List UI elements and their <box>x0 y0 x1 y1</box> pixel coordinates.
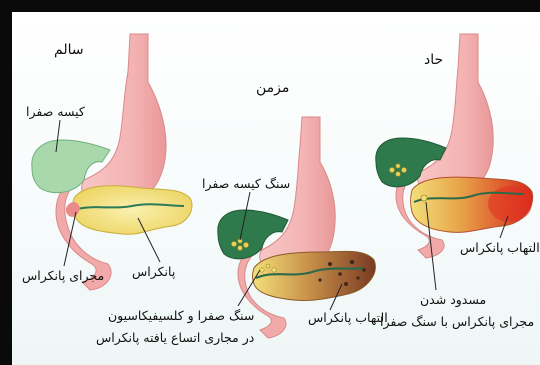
label-pancreas: پانکراس <box>132 264 175 280</box>
chronic-pancreas <box>253 251 376 300</box>
label-gallbladder: کیسه صفرا <box>26 104 85 120</box>
panel-title-chronic: مزمن <box>256 80 289 98</box>
healthy-stomach <box>82 34 166 208</box>
diagram-panel: سالم مزمن حاد کیسه صفرا مجرای پانکراس پا… <box>12 12 540 365</box>
label-pancreatic-duct: مجرای پانکراس <box>22 268 104 284</box>
label-stones-calcification-line2: در مجاری اتساع یافته پانکراس <box>96 330 254 346</box>
label-pancreatitis-acute: التهاب پانکراس <box>460 240 540 256</box>
label-pancreatitis-chronic: التهاب پانکراس <box>308 310 388 326</box>
panel-title-acute: حاد <box>424 52 443 70</box>
healthy-pancreas <box>73 186 192 235</box>
panel-title-healthy: سالم <box>54 42 84 60</box>
acute-inflamed-zone <box>488 186 532 222</box>
label-blockage-line1: مسدود شدن <box>420 292 486 308</box>
healthy-illustration <box>32 34 192 290</box>
chronic-illustration <box>218 117 376 338</box>
acute-blocking-stone <box>421 195 427 201</box>
acute-illustration <box>376 34 533 258</box>
label-gallstone: سنگ کیسه صفرا <box>202 176 290 192</box>
label-stones-calcification-line1: سنگ صفرا و کلسیفیکاسیون <box>108 308 254 324</box>
chronic-stomach <box>260 117 336 275</box>
label-blockage-line2: مجرای پانکراس با سنگ صفرا <box>380 314 534 330</box>
